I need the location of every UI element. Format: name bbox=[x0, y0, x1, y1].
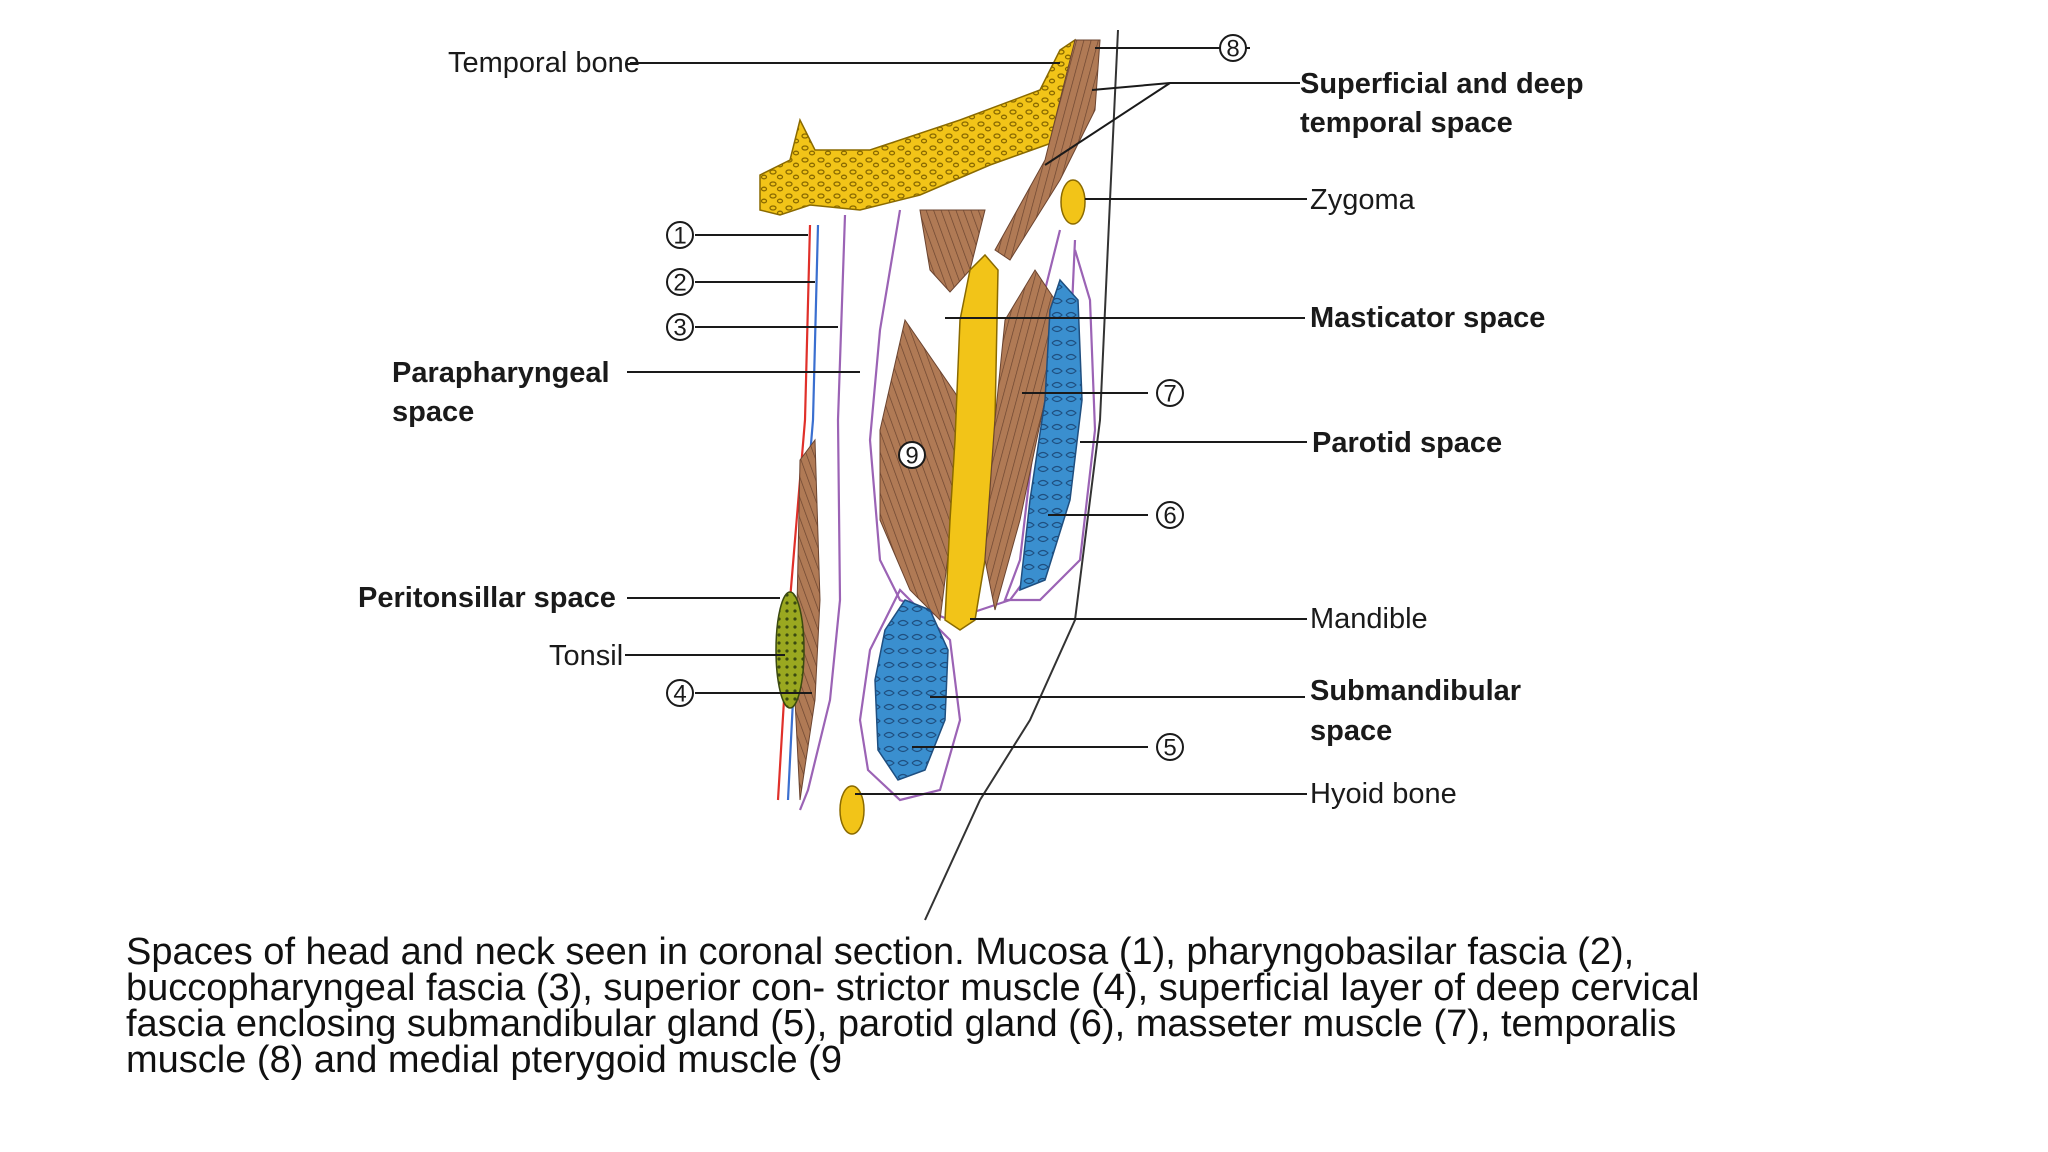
leader-temporal-space-b bbox=[1044, 82, 1171, 166]
mandible-shape bbox=[944, 253, 999, 631]
label-parapharyngeal-1: Parapharyngeal bbox=[392, 357, 610, 389]
marker-7: 7 bbox=[1156, 379, 1184, 408]
marker-5: 5 bbox=[1156, 733, 1184, 762]
label-peritonsillar-space: Peritonsillar space bbox=[358, 582, 616, 614]
marker-1: 1 bbox=[666, 221, 694, 250]
marker-9: 9 bbox=[898, 441, 926, 470]
figure-caption: Spaces of head and neck seen in coronal … bbox=[126, 931, 1826, 1081]
tonsil-shape bbox=[775, 591, 805, 709]
temporalis-muscle-shape bbox=[994, 39, 1101, 261]
label-submandibular-1: Submandibular bbox=[1310, 675, 1521, 707]
superior-constrictor-shape bbox=[794, 438, 821, 801]
label-superficial-deep-2: temporal space bbox=[1300, 107, 1513, 139]
svg-text:5: 5 bbox=[1163, 735, 1176, 762]
parotid-gland-shape bbox=[1019, 278, 1083, 592]
marker-3: 3 bbox=[666, 313, 694, 342]
label-parapharyngeal-2: space bbox=[392, 396, 474, 428]
label-tonsil: Tonsil bbox=[549, 640, 623, 672]
caption-line-4: muscle (8) and medial pterygoid muscle (… bbox=[126, 1039, 842, 1081]
label-masticator-space: Masticator space bbox=[1310, 302, 1545, 334]
label-superficial-deep-1: Superficial and deep bbox=[1300, 68, 1584, 100]
submandibular-fascia-line bbox=[858, 588, 962, 802]
svg-text:4: 4 bbox=[673, 681, 686, 708]
svg-text:7: 7 bbox=[1163, 381, 1176, 408]
buccopharyngeal-fascia-line bbox=[798, 214, 847, 811]
svg-text:9: 9 bbox=[905, 443, 918, 470]
caption-line-2: buccopharyngeal fascia (3), superior con… bbox=[126, 967, 1700, 1009]
label-zygoma: Zygoma bbox=[1310, 184, 1416, 216]
marker-6: 6 bbox=[1156, 501, 1184, 530]
leader-temporal-space-a bbox=[1091, 82, 1171, 91]
marker-4: 4 bbox=[666, 679, 694, 708]
hyoid-bone-shape bbox=[839, 785, 865, 835]
zygoma-shape bbox=[1060, 179, 1086, 225]
caption-line-1: Spaces of head and neck seen in coronal … bbox=[126, 931, 1635, 973]
marker-8: 8 bbox=[1219, 34, 1247, 63]
marker-2: 2 bbox=[666, 268, 694, 297]
svg-text:6: 6 bbox=[1163, 503, 1176, 530]
caption-line-3: fascia enclosing submandibular gland (5)… bbox=[126, 1003, 1677, 1045]
submandibular-gland-shape bbox=[874, 599, 949, 781]
svg-text:8: 8 bbox=[1226, 36, 1239, 63]
label-hyoid-bone: Hyoid bone bbox=[1310, 778, 1457, 810]
svg-text:2: 2 bbox=[673, 270, 686, 297]
svg-text:1: 1 bbox=[673, 223, 686, 250]
label-mandible: Mandible bbox=[1310, 603, 1428, 635]
lateral-pterygoid-shape bbox=[919, 209, 986, 293]
label-temporal-bone: Temporal bone bbox=[448, 47, 640, 79]
svg-text:3: 3 bbox=[673, 315, 686, 342]
label-submandibular-2: space bbox=[1310, 715, 1392, 747]
label-parotid-space: Parotid space bbox=[1312, 427, 1502, 459]
